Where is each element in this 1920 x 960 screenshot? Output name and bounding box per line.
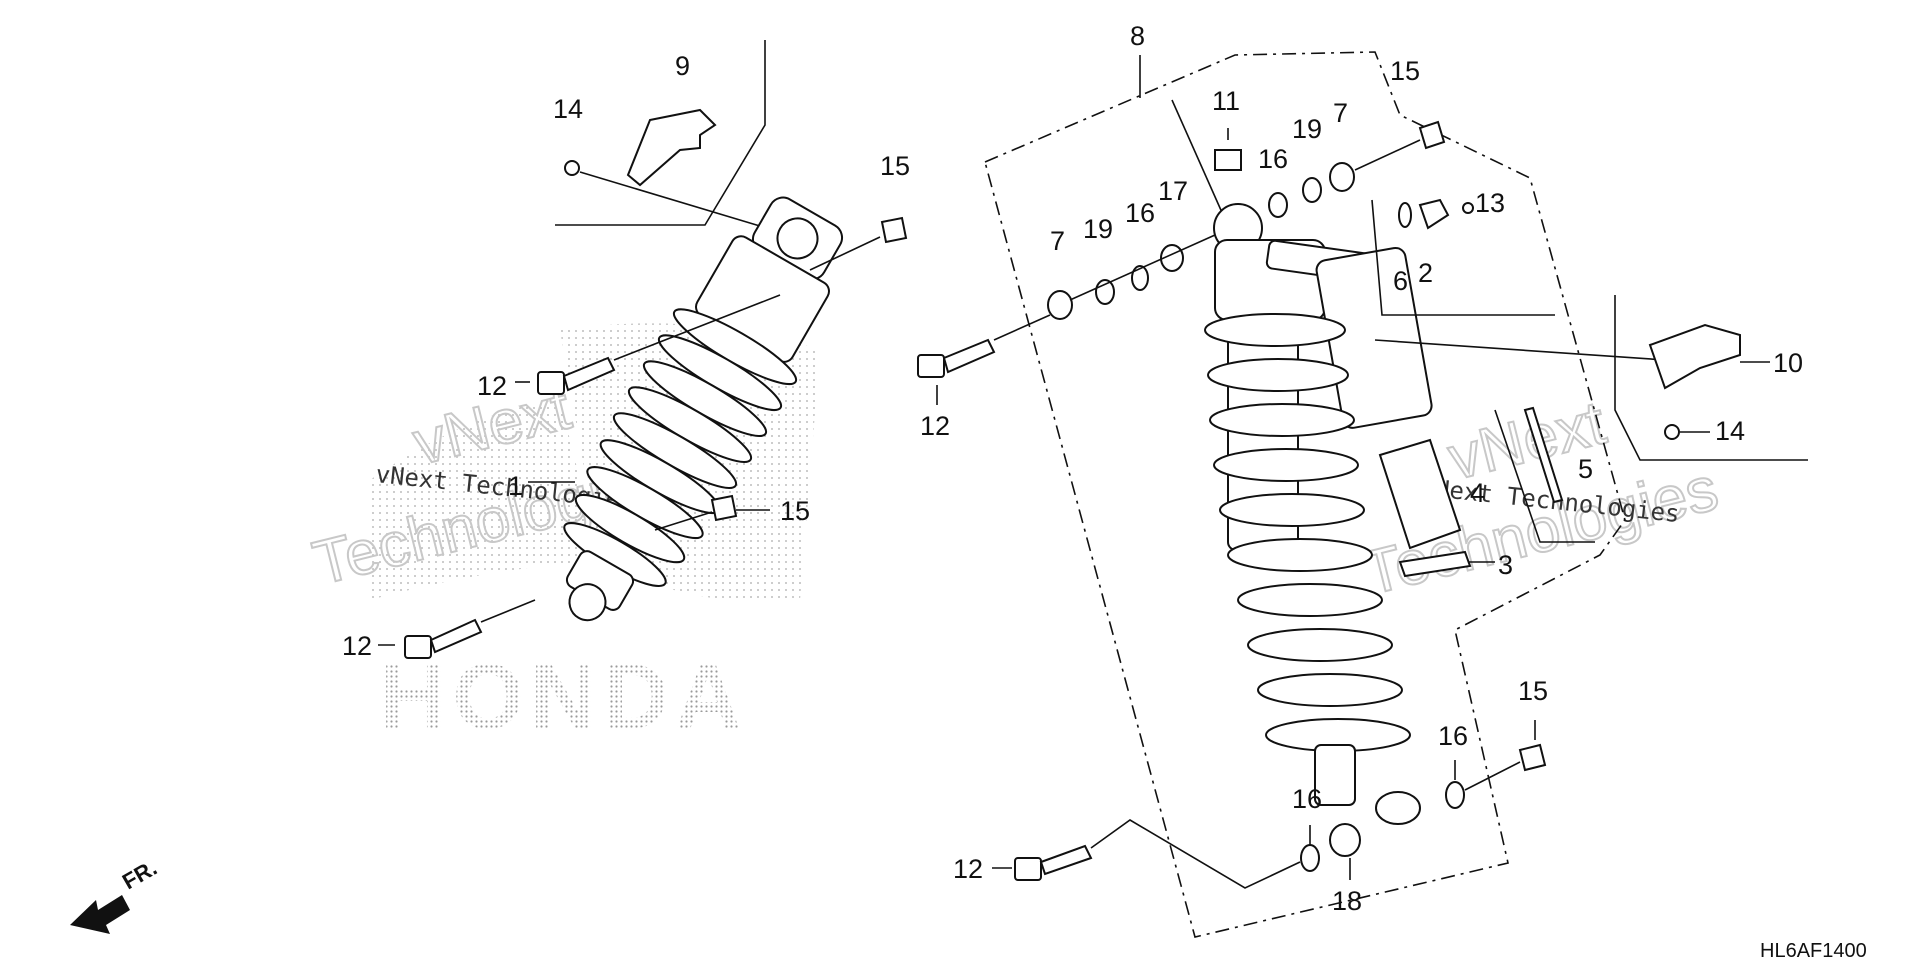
leader-line [993, 314, 1051, 341]
callout-16: 16 [1125, 198, 1155, 228]
leader-line [1464, 761, 1521, 791]
screw-part [564, 160, 580, 176]
callout-15: 15 [780, 496, 810, 526]
callout-12: 12 [342, 631, 372, 661]
washer-part [1302, 177, 1322, 203]
callout-14: 14 [1715, 416, 1745, 446]
shock-spring [563, 308, 798, 587]
main-shock-body [1204, 203, 1433, 825]
bushing-part [1329, 823, 1361, 857]
screw-part [1462, 202, 1474, 214]
honda-wing-watermark [370, 400, 600, 600]
front-direction-indicator: FR. [70, 855, 161, 934]
callout-14: 14 [553, 94, 583, 124]
group-bracket-6 [1371, 199, 1555, 316]
bolt-part [537, 356, 616, 395]
callout-1: 1 [508, 471, 523, 501]
callout-18: 18 [1332, 886, 1362, 916]
leader-line [1069, 234, 1216, 301]
right-shock-assembly [917, 55, 1808, 889]
callout-8: 8 [1130, 21, 1145, 51]
diagram-code: HL6AF1400 [1760, 940, 1867, 960]
callout-labels: 9 14 15 12 1 15 12 8 11 15 7 19 16 17 16… [342, 21, 1803, 916]
callout-7: 7 [1050, 226, 1065, 256]
leader-line [1374, 339, 1666, 361]
callout-6: 6 [1393, 266, 1408, 296]
leader-line [654, 511, 713, 531]
leader-line [1354, 139, 1421, 171]
label-strip-part [1523, 406, 1564, 504]
circlip-part [1268, 192, 1288, 218]
callout-3: 3 [1498, 550, 1513, 580]
callout-16: 16 [1438, 721, 1468, 751]
callout-9: 9 [675, 51, 690, 81]
callout-15: 15 [1518, 676, 1548, 706]
callout-13: 13 [1475, 188, 1505, 218]
callout-15: 15 [1390, 56, 1420, 86]
callout-12: 12 [477, 371, 507, 401]
circlip-part [1131, 265, 1149, 291]
washer-part [1398, 202, 1412, 228]
reservoir-bracket-part [1648, 323, 1741, 390]
callout-4: 4 [1470, 478, 1485, 508]
collar-part [880, 216, 908, 244]
callout-5: 5 [1578, 454, 1593, 484]
callout-10: 10 [1773, 348, 1803, 378]
callout-15: 15 [880, 151, 910, 181]
front-arrow-icon [70, 895, 130, 934]
honda-watermark: HONDA [380, 646, 747, 748]
leader-line [613, 294, 781, 361]
front-label: FR. [118, 855, 161, 894]
callout-11: 11 [1212, 86, 1240, 116]
bolt-part [917, 338, 996, 378]
callout-12: 12 [920, 411, 950, 441]
fox-label-part [1378, 438, 1462, 550]
nut-part [1418, 198, 1450, 230]
bushing-part [1214, 149, 1242, 171]
watermark-layer: HONDA vNext Technologies vNext Technolog… [306, 323, 1726, 748]
left-shock-assembly [378, 40, 908, 659]
callout-19: 19 [1083, 214, 1113, 244]
leader-line [1090, 819, 1301, 889]
collar-part [1047, 290, 1073, 320]
label-strip-part [1398, 550, 1472, 578]
callout-2: 2 [1418, 258, 1433, 288]
circlip-part [1300, 844, 1320, 872]
assembly-boundary-8 [984, 51, 1626, 938]
callout-7: 7 [1333, 98, 1348, 128]
collar-part [710, 494, 738, 522]
shock-bottom-eye [568, 583, 607, 622]
leader-line [480, 599, 536, 623]
callout-16: 16 [1292, 784, 1322, 814]
collar-part [1418, 120, 1446, 150]
callout-12: 12 [953, 854, 983, 884]
group-bracket-9 [555, 40, 766, 226]
group-bracket-5 [1494, 409, 1595, 543]
leader-line [809, 236, 881, 271]
leader-line [579, 171, 791, 236]
callout-19: 19 [1292, 114, 1322, 144]
callout-17: 17 [1158, 176, 1188, 206]
bolt-part [404, 618, 483, 659]
collar-part [1518, 743, 1547, 772]
circlip-part [1445, 781, 1465, 809]
bolt-part [1014, 844, 1093, 881]
group-bracket-10 [1614, 295, 1808, 461]
collar-part [1329, 162, 1355, 192]
callout-16: 16 [1258, 144, 1288, 174]
shock-top-eye [776, 217, 819, 260]
shock-cover-part [626, 108, 717, 187]
screw-part [1664, 424, 1680, 440]
